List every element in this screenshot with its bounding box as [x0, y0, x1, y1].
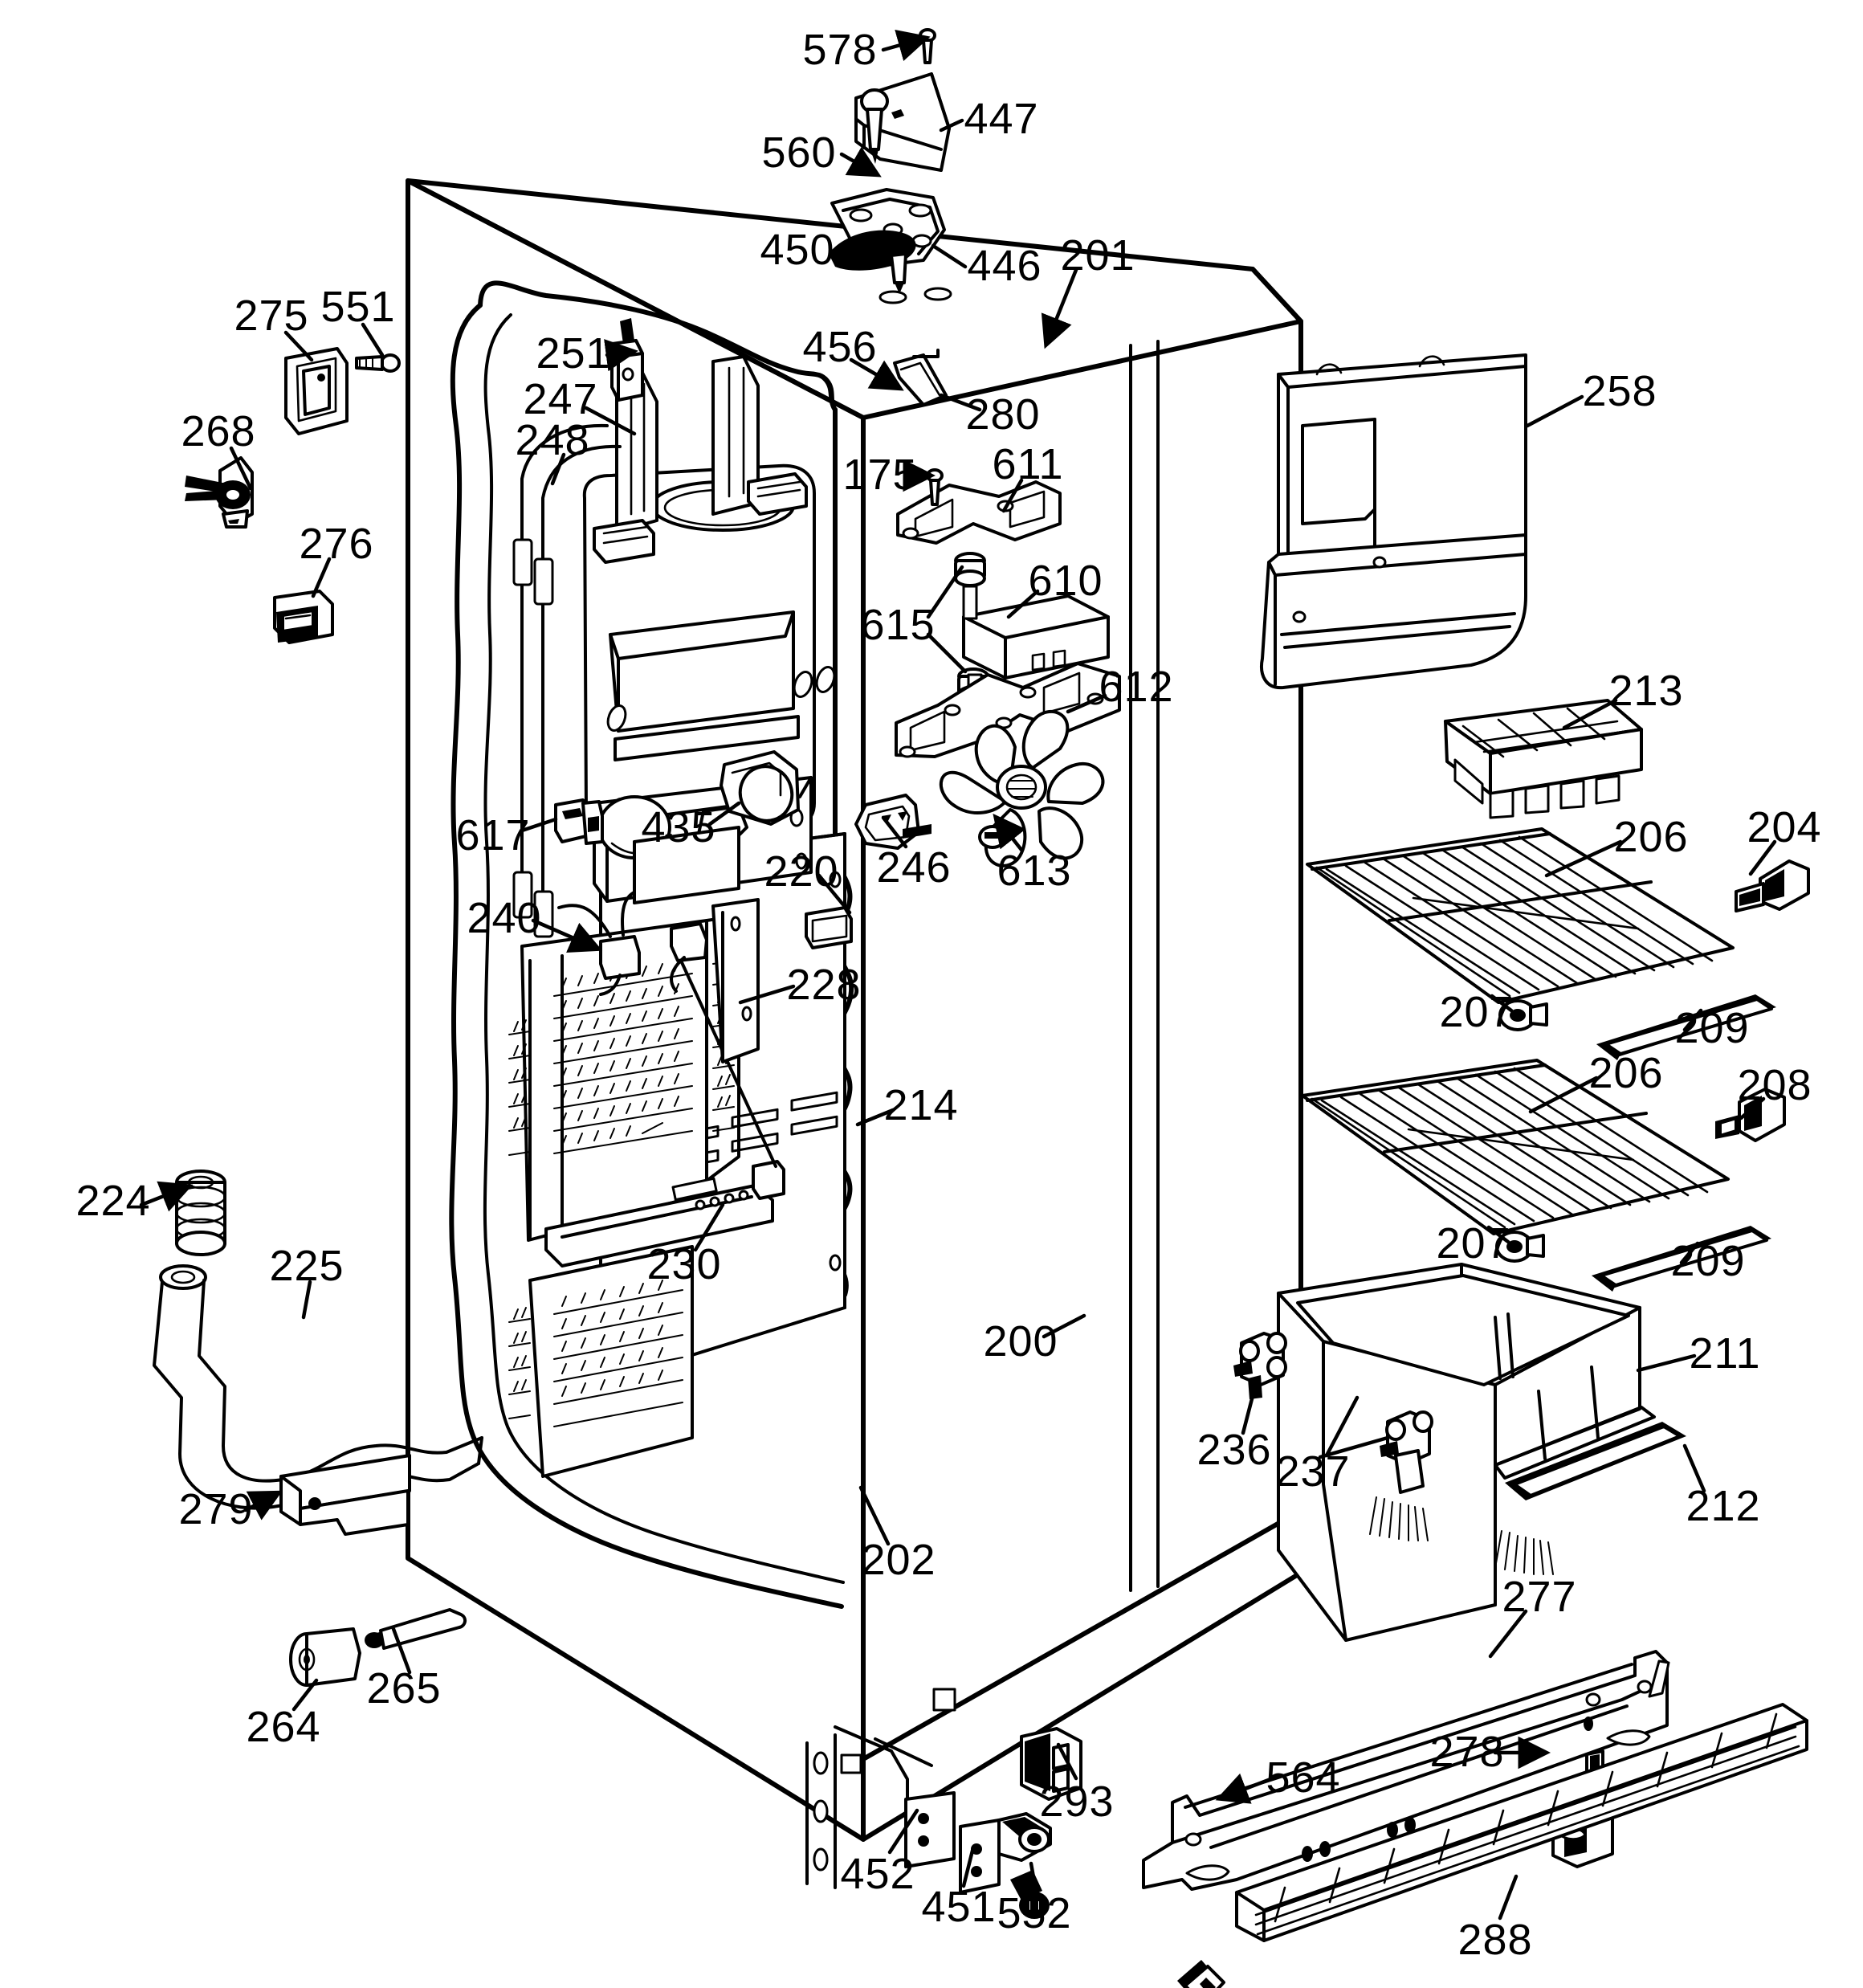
callout-lower-hinge-bushing: 293 — [1039, 1778, 1115, 1826]
callout-air-duct-flange: 456 — [802, 323, 878, 371]
callout-screw: 552 — [997, 1889, 1072, 1937]
callout-shelf-trim-front: 209 — [1674, 1004, 1750, 1052]
callout-drain-trough-clip: 268 — [181, 407, 256, 455]
fan-blade — [939, 709, 1105, 867]
callout-drain-tube-grommet: 224 — [75, 1177, 151, 1225]
shelf-group-lower — [1301, 1059, 1786, 1292]
part-617-clip — [554, 798, 604, 845]
callout-hinge-pin: 560 — [761, 129, 837, 177]
callout-fan-motor-bracket-lower: 612 — [1099, 663, 1174, 711]
callout-wire-shelf: 206 — [1588, 1049, 1664, 1097]
callout-drain-hose: 225 — [269, 1242, 344, 1290]
callout-screw: 578 — [802, 26, 878, 74]
callout-water-tube-upper: 247 — [523, 375, 598, 423]
callout-drain-tube-clamp: 276 — [299, 520, 374, 568]
callout-base-grille: 288 — [1457, 1916, 1533, 1964]
callout-light-switch-bezel: 275 — [234, 292, 309, 340]
part-279-rail — [279, 1454, 411, 1536]
part-276-clamp — [273, 590, 334, 644]
leader-lines — [139, 29, 1777, 1921]
callout-bottom-hinge: 451 — [921, 1883, 997, 1931]
callout-defrost-heater: 230 — [646, 1240, 722, 1288]
part-213-ice-tray — [1444, 699, 1643, 819]
callout-wire-harness-clip: 617 — [455, 811, 531, 859]
part-551-screw — [355, 353, 401, 373]
left-small-parts — [185, 347, 401, 644]
vegetable-pan-group — [1233, 1263, 1686, 1642]
callout-shelf-support-left: 208 — [1737, 1061, 1812, 1109]
callout-evaporator-fan-motor: 610 — [1028, 557, 1103, 605]
callout-leveling-leg-roller: 264 — [246, 1703, 321, 1751]
callout-fan-motor-bracket-upper: 611 — [992, 440, 1064, 488]
callout-top-hinge: 446 — [967, 242, 1042, 290]
part-435-drain-cup — [720, 750, 800, 826]
callout-shelf-support-right: 204 — [1747, 803, 1822, 851]
callout-top-hinge-cover: 447 — [964, 95, 1039, 143]
callout-shelf-stop-grommet: 207 — [1439, 988, 1514, 1036]
part-280-baffle — [893, 353, 948, 406]
callout-water-valve-connector: 251 — [536, 329, 611, 378]
base-grille-group — [1142, 1650, 1808, 1988]
callout-cabinet-top-panel: 201 — [1060, 231, 1135, 280]
callout-wire-shelf: 206 — [1613, 813, 1689, 861]
part-208-support — [1715, 1088, 1786, 1142]
callout-base-grille-support: 277 — [1502, 1573, 1577, 1621]
callout-freezer-rear-air-duct-cover: 258 — [1582, 367, 1657, 415]
part-237-glide — [1380, 1410, 1433, 1494]
part-564-screw — [1177, 1960, 1225, 1988]
part-204-support — [1735, 859, 1810, 912]
callout-pan-roller: 236 — [1196, 1426, 1272, 1474]
callout-defrost-heater-wire-harness: 240 — [467, 894, 542, 942]
callout-hinge-bushing: 450 — [760, 226, 835, 274]
callout-defrost-thermostat: 220 — [764, 847, 839, 896]
callout-fan-shroud-deflector: 246 — [876, 843, 952, 892]
callout-ice-cube-tray: 213 — [1608, 667, 1684, 715]
callout-fan-retainer-clip: 613 — [997, 847, 1072, 895]
callout-air-baffle: 280 — [965, 390, 1041, 439]
callout-evaporator-coil: 228 — [786, 961, 862, 1009]
callout-shelf-stop-grommet: 207 — [1436, 1219, 1511, 1268]
callout-vegetable-pan: 211 — [1689, 1329, 1761, 1378]
part-288-base-grille — [1235, 1703, 1808, 1942]
part-236-roller — [1233, 1332, 1287, 1399]
part-220-thermostat — [805, 906, 853, 949]
callout-pan-front-trim: 212 — [1686, 1482, 1761, 1530]
callout-motor-grommet: 615 — [860, 601, 936, 649]
callout-screw: 551 — [320, 283, 396, 331]
evaporator-assembly — [508, 826, 785, 1478]
callout-base-grille-clip: 278 — [1429, 1728, 1505, 1776]
part-451-hinge — [959, 1812, 1052, 1894]
part-264-roller — [289, 1627, 361, 1687]
callout-hinge-shim: 452 — [840, 1850, 915, 1898]
callout-cabinet-liner: 200 — [983, 1317, 1058, 1365]
fan-motor-group — [854, 480, 1121, 867]
part-265-shaft — [365, 1608, 467, 1650]
callout-leveling-leg-shaft: 265 — [366, 1664, 442, 1712]
callout-cabinet-bottom-panel: 202 — [861, 1536, 936, 1584]
callout-pan-glide: 237 — [1275, 1447, 1351, 1496]
part-224-grommet — [175, 1170, 226, 1256]
callout-screw: 564 — [1266, 1753, 1341, 1802]
callout-cabinet-base-rail: 279 — [178, 1485, 254, 1533]
callout-shelf-trim-front: 209 — [1670, 1237, 1746, 1285]
callout-freezer-rear-panel: 214 — [883, 1081, 959, 1129]
callout-defrost-drain-cup: 435 — [641, 803, 716, 851]
part-258-duct-cover — [1260, 353, 1527, 690]
callout-water-tube-lower: 248 — [515, 416, 590, 464]
part-251-connector — [610, 318, 644, 402]
callout-screw: 175 — [842, 451, 918, 499]
